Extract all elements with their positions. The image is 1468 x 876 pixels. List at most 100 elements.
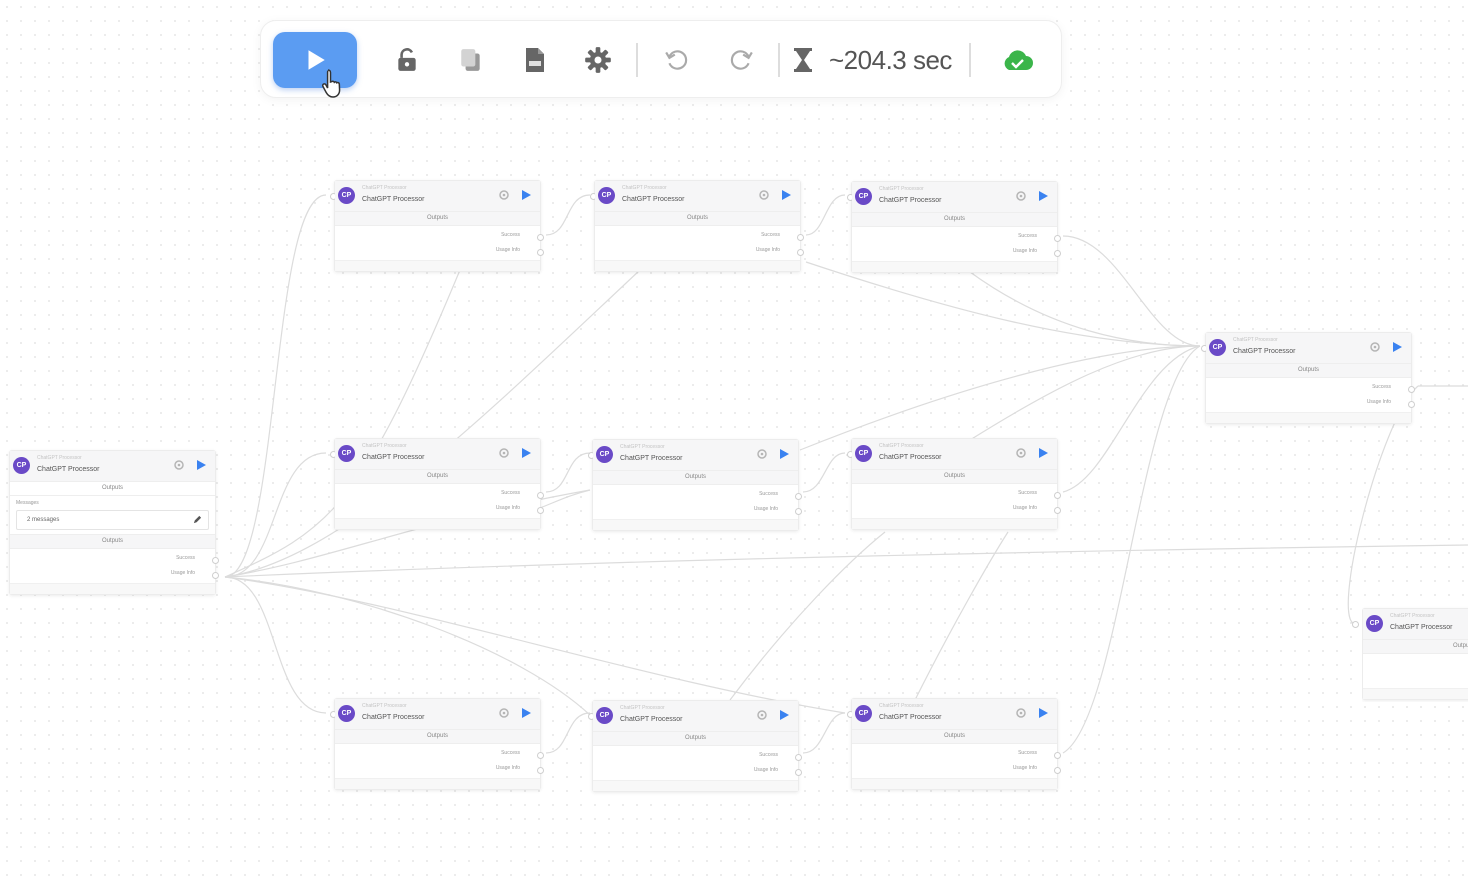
node-header[interactable]: CP ChatGPT Processor ChatGPT Processor <box>1206 333 1411 364</box>
output-port[interactable] <box>1054 235 1061 242</box>
node-header[interactable]: CP ChatGPT Processor ChatGPT Processor <box>852 699 1057 730</box>
output-port[interactable] <box>537 492 544 499</box>
output-port[interactable] <box>537 249 544 256</box>
output-port[interactable] <box>797 234 804 241</box>
node-chatgpt-processor[interactable]: CP ChatGPT Processor ChatGPT Processor O… <box>9 450 219 595</box>
output-port[interactable] <box>795 493 802 500</box>
cloud-status[interactable] <box>997 40 1037 80</box>
node-header[interactable]: CP ChatGPT Processor ChatGPT Processor <box>852 439 1057 470</box>
play-icon[interactable] <box>520 189 532 201</box>
output-port[interactable] <box>795 508 802 515</box>
node-ports: Success Usage Info <box>852 484 1061 518</box>
redo-button[interactable] <box>721 40 761 80</box>
node-header[interactable]: CP ChatGPT Processor ChatGPT Processor <box>335 181 540 212</box>
output-port[interactable] <box>537 234 544 241</box>
gear-icon[interactable] <box>1369 341 1381 353</box>
edge <box>224 576 327 714</box>
node-header[interactable]: CP ChatGPT Processor ChatGPT Processor <box>10 451 215 482</box>
output-port[interactable] <box>212 572 219 579</box>
node-header[interactable]: CP ChatGPT Processor ChatGPT Processor <box>335 699 540 730</box>
play-icon[interactable] <box>780 189 792 201</box>
edge <box>224 269 641 578</box>
gear-icon[interactable] <box>1015 707 1027 719</box>
input-port[interactable] <box>1352 621 1359 628</box>
output-port[interactable] <box>1054 752 1061 759</box>
play-icon[interactable] <box>195 459 207 471</box>
node-header[interactable]: CP ChatGPT Processor ChatGPT Processor <box>593 440 798 471</box>
undo-button[interactable] <box>657 40 697 80</box>
node-header[interactable]: CP ChatGPT Processor ChatGPT Processor <box>595 181 800 212</box>
node-avatar: CP <box>13 457 30 474</box>
output-port[interactable] <box>1054 767 1061 774</box>
port-label: Usage Info <box>495 505 520 511</box>
node-chatgpt-processor[interactable]: CP ChatGPT Processor ChatGPT Processor O… <box>1201 332 1415 424</box>
output-port[interactable] <box>795 769 802 776</box>
node-header[interactable]: CP ChatGPT Processor ChatGPT Processor <box>1363 609 1468 640</box>
node-avatar: CP <box>596 707 613 724</box>
node-chatgpt-processor[interactable]: CP ChatGPT Processor ChatGPT Processor O… <box>588 439 802 531</box>
gear-icon[interactable] <box>756 709 768 721</box>
node-output-label: Outputs <box>335 470 540 484</box>
port-label: Usage Info <box>495 765 520 771</box>
output-port[interactable] <box>537 767 544 774</box>
node-chatgpt-processor[interactable]: CP ChatGPT Processor ChatGPT Processor O… <box>330 438 544 530</box>
output-port[interactable] <box>795 754 802 761</box>
node-chatgpt-processor[interactable]: CP ChatGPT Processor ChatGPT Processor O… <box>847 438 1061 530</box>
edge <box>1062 345 1201 493</box>
node-chatgpt-processor[interactable]: CP ChatGPT Processor ChatGPT Processor O… <box>847 698 1061 790</box>
settings-button[interactable] <box>578 40 618 80</box>
output-port[interactable] <box>1408 401 1415 408</box>
edge <box>969 345 1201 441</box>
output-port[interactable] <box>1054 250 1061 257</box>
play-icon[interactable] <box>1037 447 1049 459</box>
play-icon[interactable] <box>1037 707 1049 719</box>
play-icon[interactable] <box>1391 341 1403 353</box>
play-icon[interactable] <box>520 447 532 459</box>
gear-icon[interactable] <box>498 707 510 719</box>
node-footer <box>1363 688 1468 699</box>
play-icon[interactable] <box>778 448 790 460</box>
node-ports: Success Usage Info <box>593 485 802 519</box>
node-chatgpt-processor[interactable]: CP ChatGPT Processor ChatGPT Processor O… <box>330 698 544 790</box>
gear-icon[interactable] <box>1015 447 1027 459</box>
lock-button[interactable] <box>387 40 427 80</box>
messages-field[interactable]: 2 messages <box>16 510 209 530</box>
output-port[interactable] <box>537 752 544 759</box>
logs-button[interactable] <box>515 40 555 80</box>
node-chatgpt-processor[interactable]: CP ChatGPT Processor ChatGPT Processor O… <box>588 700 802 792</box>
gear-icon[interactable] <box>498 189 510 201</box>
gear-icon[interactable] <box>498 447 510 459</box>
copy-button[interactable] <box>451 40 491 80</box>
output-port[interactable] <box>212 557 219 564</box>
edge <box>224 544 1468 578</box>
node-header[interactable]: CP ChatGPT Processor ChatGPT Processor <box>852 182 1057 213</box>
play-icon[interactable] <box>520 707 532 719</box>
node-header[interactable]: CP ChatGPT Processor ChatGPT Processor <box>335 439 540 470</box>
output-port[interactable] <box>797 249 804 256</box>
play-icon[interactable] <box>778 709 790 721</box>
run-button[interactable] <box>273 32 357 88</box>
node-avatar: CP <box>596 446 613 463</box>
node-output-label: Outputs <box>593 732 798 746</box>
node-chatgpt-processor[interactable]: CP ChatGPT Processor ChatGPT Processor O… <box>847 181 1061 273</box>
undo-icon <box>665 50 688 70</box>
output-port[interactable] <box>1054 492 1061 499</box>
node-title: ChatGPT Processor <box>362 714 425 721</box>
output-port[interactable] <box>1054 507 1061 514</box>
toolbar-divider <box>778 43 780 77</box>
output-port[interactable] <box>537 507 544 514</box>
node-title: ChatGPT Processor <box>879 454 942 461</box>
node-chatgpt-processor[interactable]: CP ChatGPT Processor ChatGPT Processor O… <box>330 180 544 272</box>
node-chatgpt-processor[interactable]: CP ChatGPT Processor ChatGPT Processor O… <box>590 180 804 272</box>
output-port[interactable] <box>1408 386 1415 393</box>
gear-icon[interactable] <box>173 459 185 471</box>
gear-icon[interactable] <box>756 448 768 460</box>
pencil-icon[interactable] <box>193 515 202 524</box>
gear-icon[interactable] <box>1015 190 1027 202</box>
node-output-label: Outputs <box>335 730 540 744</box>
node-header[interactable]: CP ChatGPT Processor ChatGPT Processor <box>593 701 798 732</box>
port-label: Success <box>1018 233 1037 239</box>
gear-icon[interactable] <box>758 189 770 201</box>
node-chatgpt-processor[interactable]: CP ChatGPT Processor ChatGPT Processor O… <box>1362 608 1468 700</box>
play-icon[interactable] <box>1037 190 1049 202</box>
